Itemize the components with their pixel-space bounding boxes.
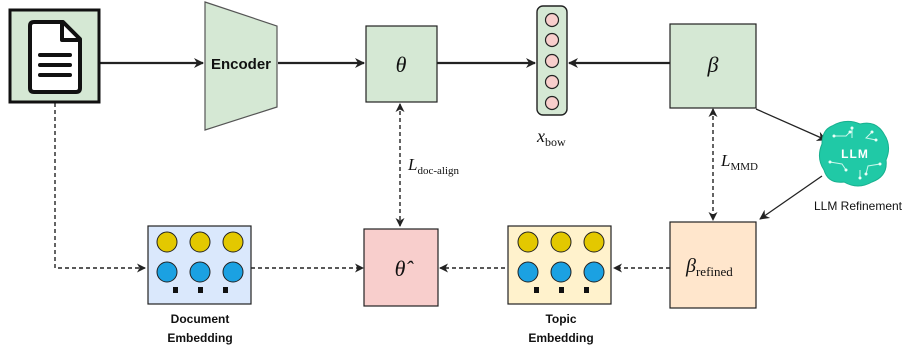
encoder-label: Encoder — [211, 56, 271, 73]
beta-refined-label: βrefined — [685, 255, 733, 279]
beta-refined-box — [669, 221, 757, 309]
topic-embedding-label-line2: Embedding — [528, 331, 593, 345]
topic-embedding-marker — [559, 287, 564, 293]
doc-embedding-dot-yellow — [222, 231, 244, 253]
document-embedding-label-line2: Embedding — [167, 331, 232, 345]
encoder-node: Encoder — [204, 1, 278, 131]
doc-embedding-dot-blue — [189, 261, 211, 283]
loss-mmd-subscript: MMD — [730, 161, 758, 173]
topic-embedding-dot-yellow — [517, 231, 539, 253]
xbow-label: xbow — [536, 126, 566, 149]
arrow-beta-to-llm — [755, 108, 827, 141]
loss-mmd-label: LMMD — [720, 151, 758, 173]
beta-refined-node: βrefined — [669, 221, 757, 309]
loss-doc-align-label: Ldoc-align — [407, 155, 460, 177]
doc-embedding-dot-blue — [156, 261, 178, 283]
beta-node: β — [669, 23, 757, 109]
xbow-subscript: bow — [545, 135, 566, 149]
topic-embedding-marker — [584, 287, 589, 293]
topic-embedding-dot-blue — [583, 261, 605, 283]
xbow-cell — [544, 95, 560, 111]
theta-hat-box — [363, 228, 439, 307]
xbow-vector: xbow — [536, 5, 568, 149]
beta-box — [669, 23, 757, 109]
llm-label: LLM Refinement — [814, 199, 903, 213]
document-embedding-node: Document Embedding — [147, 225, 252, 345]
xbow-cell — [544, 32, 560, 48]
topic-embedding-marker — [534, 287, 539, 293]
arrow-llm-to-beta-refined — [759, 175, 823, 220]
doc-embedding-marker — [198, 287, 203, 293]
beta-refined-subscript: refined — [696, 264, 733, 279]
document-embedding-label-line1: Document — [171, 312, 230, 326]
document-icon — [28, 20, 82, 94]
theta-box — [365, 25, 438, 103]
topic-embedding-dot-blue — [517, 261, 539, 283]
xbow-symbol: x — [536, 126, 545, 146]
loss-mmd-symbol: L — [720, 151, 730, 170]
llm-icon-text: LLM — [841, 147, 869, 161]
beta-symbol: β — [707, 52, 719, 77]
topic-embedding-dot-blue — [550, 261, 572, 283]
llm-icon: LLM — [818, 120, 890, 187]
xbow-cell — [544, 74, 560, 90]
theta-node: θ — [365, 25, 438, 103]
loss-doc-align-subscript: doc-align — [417, 165, 459, 177]
xbow-cell — [544, 12, 560, 28]
doc-embedding-marker — [223, 287, 228, 293]
loss-doc-align-symbol: L — [407, 155, 417, 174]
topic-embedding-label-line1: Topic — [545, 312, 576, 326]
xbow-cell — [544, 53, 560, 69]
document-node — [8, 8, 101, 104]
theta-symbol: θ — [396, 52, 407, 77]
doc-embedding-marker — [173, 287, 178, 293]
doc-embedding-dot-blue — [222, 261, 244, 283]
llm-node: LLM LLM Refinement — [814, 120, 903, 213]
doc-embedding-dot-yellow — [189, 231, 211, 253]
theta-hat-node: θ̂ — [363, 228, 439, 307]
connectors — [54, 58, 827, 273]
encoder-shape — [204, 1, 278, 131]
topic-embedding-node: Topic Embedding — [507, 225, 612, 345]
topic-embedding-dot-yellow — [550, 231, 572, 253]
doc-embedding-dot-yellow — [156, 231, 178, 253]
topic-embedding-dot-yellow — [583, 231, 605, 253]
arrow-document-to-doc-embedding — [54, 103, 146, 273]
beta-refined-symbol: β — [685, 255, 696, 277]
